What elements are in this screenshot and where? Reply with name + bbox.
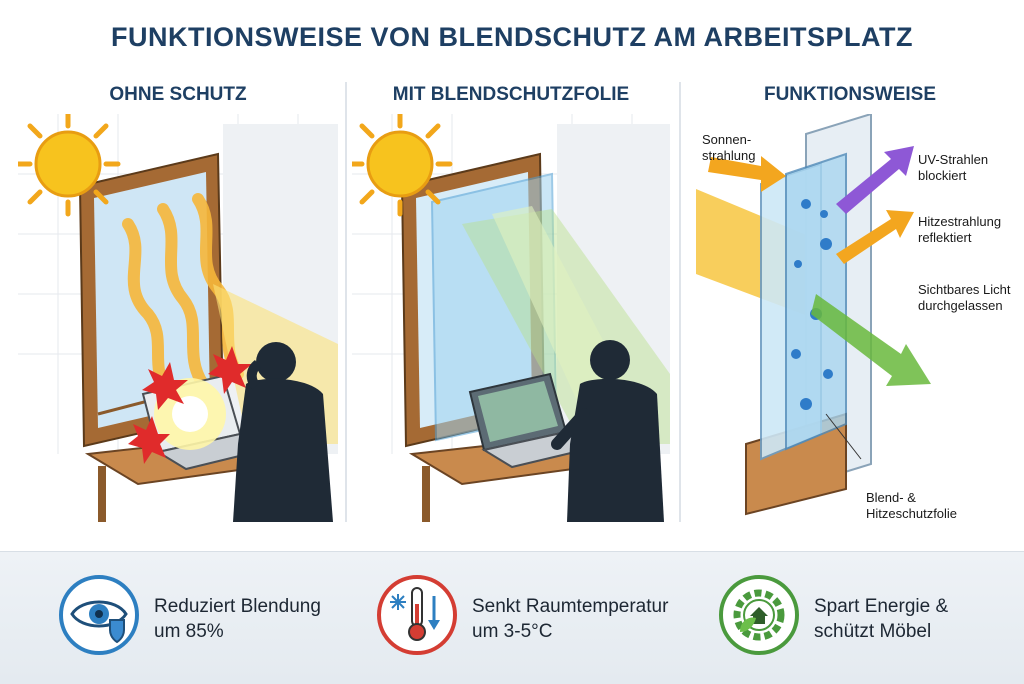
label-uv-2: blockiert <box>918 168 967 183</box>
panel-title-with: MIT BLENDSCHUTZFOLIE <box>392 84 630 105</box>
benefit-temperature-line1: Senkt Raumtemperatur <box>472 596 669 617</box>
person-silhouette <box>233 342 333 522</box>
light-arrow <box>811 294 931 386</box>
panel-without-protection: OHNE SCHUTZ <box>18 78 338 523</box>
panel-function: FUNKTIONSWEISE Sonnen- s <box>686 78 1014 523</box>
sun-arrow <box>708 156 786 192</box>
benefit-energy-line1: Spart Energie & <box>814 596 949 617</box>
label-light-2: durchgelassen <box>918 298 1003 313</box>
benefit-temperature-line2: um 3-5°C <box>472 621 553 642</box>
panel-title-function: FUNKTIONSWEISE <box>763 84 937 105</box>
panel-with-film: MIT BLENDSCHUTZFOLIE <box>352 78 670 523</box>
label-sun-2: strahlung <box>702 148 756 163</box>
gear-leaf-house-icon <box>719 575 799 655</box>
divider-2 <box>679 82 681 522</box>
page-title: FUNKTIONSWEISE VON BLENDSCHUTZ AM ARBEIT… <box>111 22 913 52</box>
label-film-1: Blend- & <box>866 490 916 505</box>
warning-icons <box>128 346 252 464</box>
window-cross-section-diagram <box>696 114 931 516</box>
label-uv-1: UV-Strahlen <box>918 152 989 167</box>
divider-1 <box>345 82 347 522</box>
thermometer-snowflake-icon <box>377 575 457 655</box>
label-heat-2: reflektiert <box>918 230 972 245</box>
label-heat-1: Hitzestrahlung <box>918 214 1002 229</box>
benefits-bar: Reduziert Blendung um 85% Senkt Raumtemp… <box>0 551 1024 684</box>
label-sun-1: Sonnen- <box>702 132 752 147</box>
label-light-1: Sichtbares Licht <box>918 282 1011 297</box>
person-silhouette <box>551 340 664 522</box>
benefit-energy-line2: schützt Möbel <box>814 621 932 642</box>
scene-without-protection <box>18 114 338 522</box>
benefit-glare-line2: um 85% <box>154 621 224 642</box>
benefit-temperature-text: Senkt Raumtemperatur um 3-5°C <box>472 594 668 644</box>
label-film-2: Hitzeschutzfolie <box>866 506 958 521</box>
benefit-energy-text: Spart Energie & schützt Möbel <box>814 594 948 644</box>
benefit-glare-text: Reduziert Blendung um 85% <box>154 594 321 644</box>
window <box>78 152 225 448</box>
heat-arrow <box>836 210 914 264</box>
uv-arrow <box>836 146 914 214</box>
benefit-glare-line1: Reduziert Blendung <box>154 596 321 617</box>
sun-icon <box>352 114 453 217</box>
scene-with-film <box>352 114 670 522</box>
sun-icon <box>18 114 121 217</box>
panel-title-without: OHNE SCHUTZ <box>109 84 247 105</box>
eye-shield-icon <box>59 575 139 655</box>
